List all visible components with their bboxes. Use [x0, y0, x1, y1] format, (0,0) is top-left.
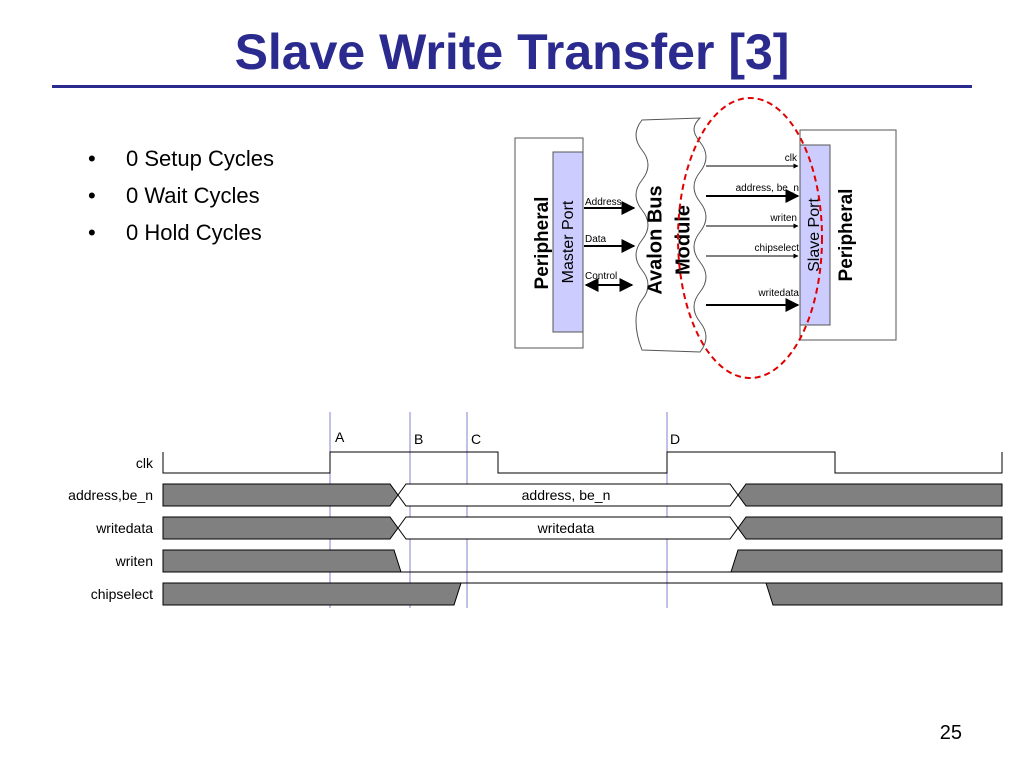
address-invalid-after	[737, 483, 1003, 507]
slave-signal-writen: writen	[769, 213, 797, 224]
avalon-bus-label-line1: Avalon Bus	[644, 185, 666, 294]
slave-port-box	[799, 144, 831, 326]
writedata-invalid-after	[737, 516, 1003, 540]
signal-label-chipselect: chipselect	[91, 586, 153, 602]
chipselect-inactive-before	[162, 582, 462, 606]
slave-port-label: Slave Port	[806, 198, 823, 272]
avalon-bus-shape	[635, 117, 707, 353]
chipselect-inactive-after	[765, 582, 1003, 606]
marker-label-c: C	[471, 431, 481, 447]
address-bus-value: address, be_n	[522, 487, 611, 503]
bullet-list: • 0 Setup Cycles • 0 Wait Cycles • 0 Hold C…	[88, 144, 274, 255]
slave-signal-clk: clk	[785, 153, 798, 164]
bullet-item: • 0 Wait Cycles	[88, 181, 274, 218]
master-port-box	[552, 151, 584, 333]
slave-peripheral-label: Peripheral	[836, 189, 857, 282]
writedata-bus-value: writedata	[537, 520, 595, 536]
master-signal-control: Control	[585, 271, 617, 282]
signal-label-writen: writen	[115, 553, 153, 569]
bullet-marker: •	[88, 183, 96, 208]
signal-label-address: address,be_n	[68, 487, 153, 503]
slave-signal-writedata: writedata	[757, 288, 799, 299]
writedata-invalid-before	[162, 516, 399, 540]
slide-title: Slave Write Transfer [3]	[234, 24, 790, 80]
title-underline	[52, 85, 972, 88]
marker-label-b: B	[414, 431, 423, 447]
marker-label-a: A	[335, 429, 345, 445]
bullet-text: 0 Hold Cycles	[126, 220, 262, 245]
signal-label-writedata: writedata	[95, 520, 153, 536]
bullet-item: • 0 Setup Cycles	[88, 144, 274, 181]
clk-waveform	[162, 451, 1003, 474]
writen-high-after	[730, 549, 1003, 573]
master-signal-address: Address	[585, 197, 622, 208]
bullet-text: 0 Setup Cycles	[126, 146, 274, 171]
bullet-marker: •	[88, 146, 96, 171]
bullet-marker: •	[88, 220, 96, 245]
slave-signal-address: address, be_n	[736, 183, 799, 194]
master-port-label: Master Port	[560, 200, 577, 283]
bullet-item: • 0 Hold Cycles	[88, 218, 274, 255]
marker-label-d: D	[670, 431, 680, 447]
writen-high-before	[162, 549, 402, 573]
highlight-ellipse	[677, 97, 823, 379]
slave-signal-chipselect: chipselect	[755, 243, 800, 254]
signal-label-clk: clk	[136, 455, 154, 471]
master-signal-data: Data	[585, 234, 607, 245]
page-number: 25	[939, 722, 962, 744]
bullet-text: 0 Wait Cycles	[126, 183, 260, 208]
address-invalid-before	[162, 483, 399, 507]
master-peripheral-label: Peripheral	[532, 197, 553, 290]
